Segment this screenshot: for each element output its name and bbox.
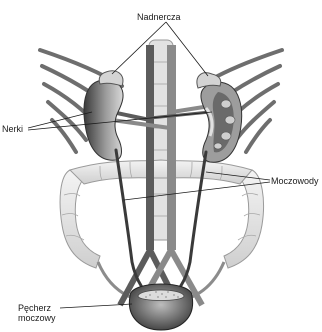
- label-kidneys: Nerki: [2, 124, 23, 134]
- label-bladder: Pęcherz moczowy: [18, 303, 56, 323]
- label-ureters: Moczowody: [271, 176, 319, 186]
- label-bladder-line2: moczowy: [18, 313, 56, 323]
- label-bladder-line1: Pęcherz: [18, 303, 56, 313]
- adrenal-gland-left: [99, 71, 123, 86]
- kidney-right: [197, 73, 242, 162]
- bladder: [129, 284, 192, 330]
- leader-bladder: [60, 304, 132, 308]
- label-adrenal-glands: Nadnercza: [137, 12, 181, 22]
- kidney-left: [84, 71, 123, 160]
